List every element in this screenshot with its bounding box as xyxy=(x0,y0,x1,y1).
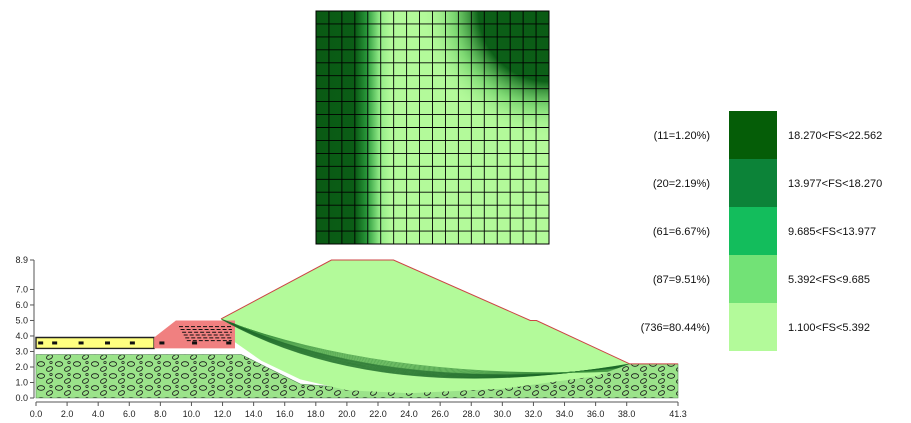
slope-profile xyxy=(35,259,679,399)
x-tick-label: 24.0 xyxy=(400,409,418,419)
x-tick-label: 4.0 xyxy=(92,409,105,419)
x-tick-label: 14.0 xyxy=(245,409,263,419)
x-tick-label: 41.3 xyxy=(669,409,687,419)
y-tick-label: 3.0 xyxy=(15,346,28,356)
x-tick-label: 30.0 xyxy=(494,409,512,419)
fs-heatmap xyxy=(315,10,550,245)
y-tick-label: 8.9 xyxy=(15,255,28,265)
x-tick-label: 28.0 xyxy=(462,409,480,419)
x-tick-label: 10.0 xyxy=(183,409,201,419)
x-tick-label: 32.0 xyxy=(525,409,543,419)
y-tick-label: 2.0 xyxy=(15,362,28,372)
y-tick-label: 4.0 xyxy=(15,331,28,341)
x-tick-label: 38.0 xyxy=(618,409,636,419)
legend-range: 9.685<FS<13.977 xyxy=(788,226,876,238)
legend-range: 13.977<FS<18.270 xyxy=(788,178,882,190)
y-tick-label: 7.0 xyxy=(15,284,28,294)
heatmap-border xyxy=(315,10,550,245)
y-tick-label: 1.0 xyxy=(15,377,28,387)
legend-range: 1.100<FS<5.392 xyxy=(788,322,870,334)
surface-marker xyxy=(226,341,232,345)
surface-marker xyxy=(52,341,58,345)
y-tick-label: 5.0 xyxy=(15,315,28,325)
legend-range: 5.392<FS<9.685 xyxy=(788,274,870,286)
x-tick-label: 2.0 xyxy=(61,409,74,419)
legend-swatch xyxy=(729,159,777,207)
berm-layer xyxy=(154,320,235,349)
surface-marker xyxy=(159,341,165,345)
profile-axes: 0.0 2.0 4.0 6.0 8.0 10.0 12.0 14.0 16.0 18.0 20.0 2… xyxy=(15,255,686,419)
y-tick-label: 6.0 xyxy=(15,300,28,310)
slope-outline xyxy=(220,259,678,365)
fs-legend: (11=1.20%) 18.270<FS<22.562 (20=2.19%) 13.9… xyxy=(641,111,882,351)
surface-marker xyxy=(105,341,111,345)
surface-markers xyxy=(38,341,232,345)
legend-count: (61=6.67%) xyxy=(653,226,710,238)
slip-surface-lines xyxy=(221,318,630,379)
x-tick-label: 18.0 xyxy=(307,409,325,419)
heatmap-grid xyxy=(316,11,549,244)
x-tick-label: 20.0 xyxy=(338,409,356,419)
x-tick-label: 34.0 xyxy=(556,409,574,419)
y-tick-label: 0.0 xyxy=(15,393,28,403)
legend-count: (11=1.20%) xyxy=(654,130,710,142)
surface-marker xyxy=(129,341,135,345)
slip-surface-arc xyxy=(245,327,612,373)
legend-count: (87=9.51%) xyxy=(653,274,710,286)
legend-swatch xyxy=(729,207,777,255)
x-tick-label: 6.0 xyxy=(123,409,136,419)
legend-count: (20=2.19%) xyxy=(653,178,710,190)
legend-swatch xyxy=(729,303,777,351)
legend-range: 18.270<FS<22.562 xyxy=(788,130,882,142)
x-tick-label: 0.0 xyxy=(30,409,43,419)
x-tick-label: 22.0 xyxy=(369,409,387,419)
surface-marker xyxy=(78,341,84,345)
x-tick-label: 12.0 xyxy=(214,409,232,419)
legend-swatch xyxy=(729,255,777,303)
legend-count: (736=80.44%) xyxy=(641,322,710,334)
x-tick-label: 26.0 xyxy=(431,409,449,419)
x-tick-label: 8.0 xyxy=(154,409,167,419)
surface-marker xyxy=(38,341,44,345)
legend-swatch xyxy=(729,111,777,159)
x-tick-label: 36.0 xyxy=(587,409,605,419)
surface-marker xyxy=(192,341,198,345)
x-tick-label: 16.0 xyxy=(276,409,294,419)
